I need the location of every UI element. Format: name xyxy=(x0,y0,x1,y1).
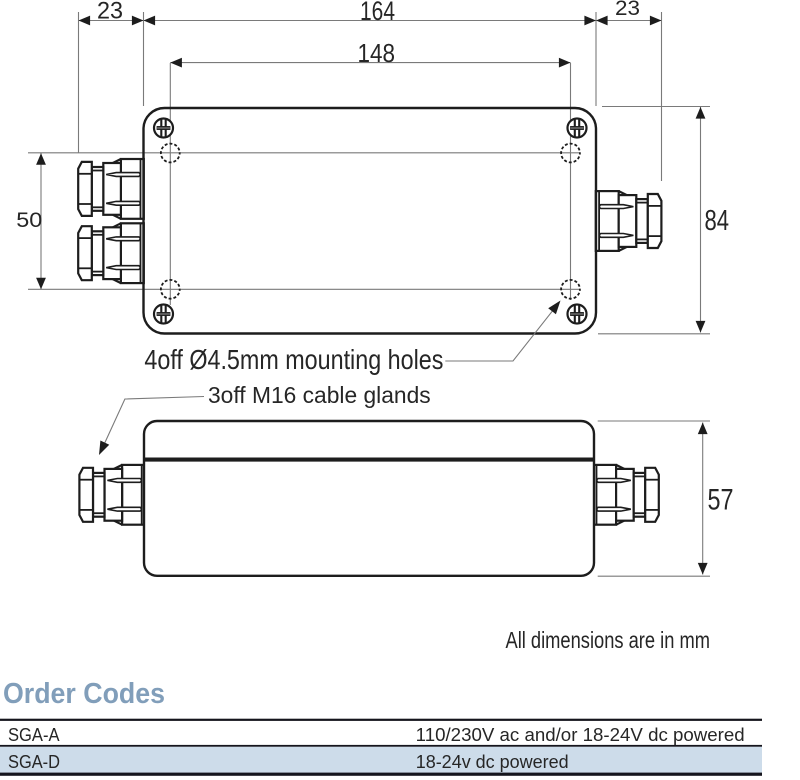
svg-text:18-24v dc powered: 18-24v dc powered xyxy=(416,752,569,772)
svg-text:50: 50 xyxy=(16,209,42,232)
svg-text:Order Codes: Order Codes xyxy=(3,678,165,710)
svg-text:57: 57 xyxy=(708,484,734,517)
svg-text:3off M16 cable glands: 3off M16 cable glands xyxy=(208,382,431,408)
svg-text:All dimensions are in mm: All dimensions are in mm xyxy=(506,627,711,653)
svg-text:SGA-D: SGA-D xyxy=(8,752,60,772)
svg-text:148: 148 xyxy=(358,38,396,68)
svg-text:84: 84 xyxy=(705,205,730,237)
svg-text:23: 23 xyxy=(97,0,123,25)
svg-text:4off Ø4.5mm mounting holes: 4off Ø4.5mm mounting holes xyxy=(144,344,443,375)
svg-text:23: 23 xyxy=(615,0,640,20)
svg-text:SGA-A: SGA-A xyxy=(8,725,60,745)
svg-text:164: 164 xyxy=(360,0,395,26)
svg-text:110/230V ac and/or 18-24V dc p: 110/230V ac and/or 18-24V dc powered xyxy=(416,725,745,745)
